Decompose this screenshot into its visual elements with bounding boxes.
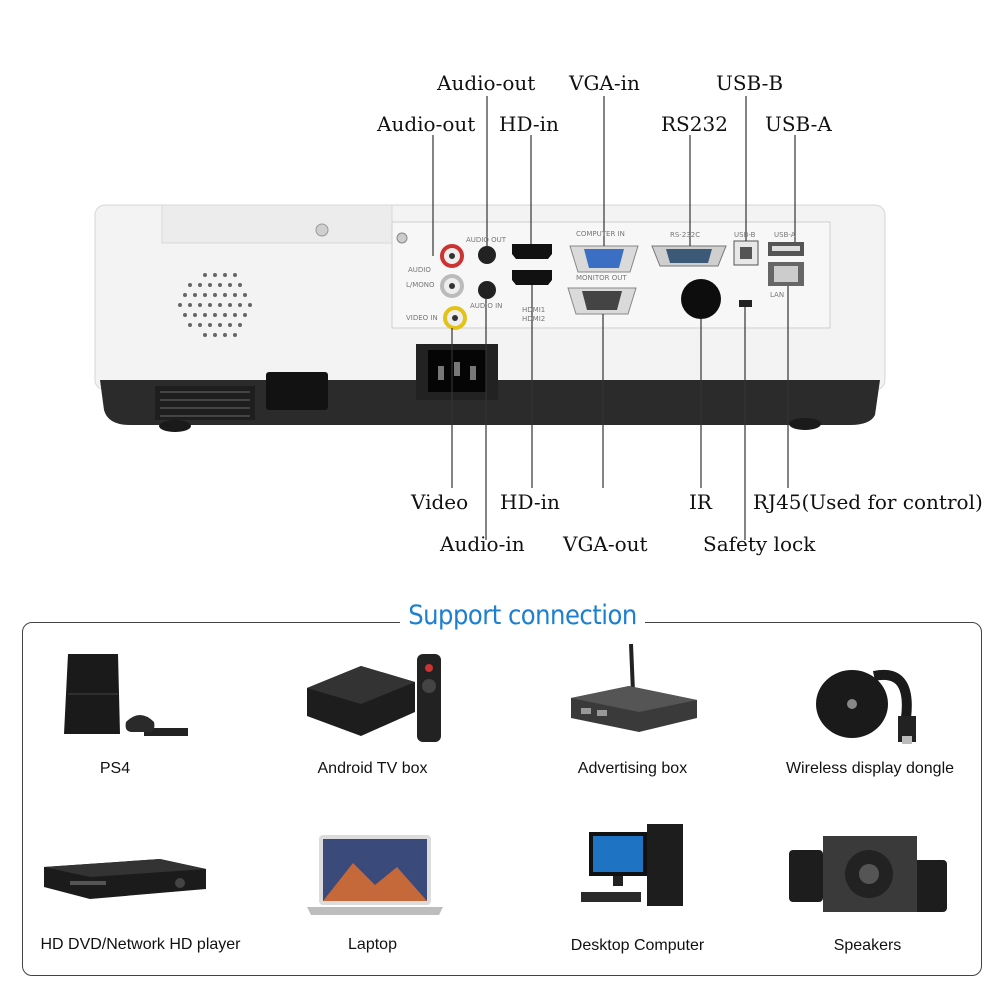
projector-top-panel (161, 204, 393, 244)
device-label-speakers: Speakers (833, 937, 902, 954)
panel-audio-in: AUDIO IN (470, 302, 503, 310)
label-hd-in-top: HD-in (499, 112, 559, 136)
label-audio-out-left: Audio-out (377, 112, 476, 136)
speaker-grille (178, 273, 252, 337)
media-box-icon (571, 643, 697, 732)
panel-rs232c: RS-232C (670, 231, 701, 239)
label-safety-lock: Safety lock (703, 532, 816, 556)
label-video: Video (411, 490, 469, 514)
audio-in-mini-jack (478, 281, 496, 299)
panel-lan: LAN (770, 291, 785, 299)
label-audio-out-right: Audio-out (437, 71, 536, 95)
audio-out-mini-jack (478, 246, 496, 264)
panel-video-in: VIDEO IN (406, 314, 438, 322)
panel-audio: AUDIO (408, 266, 431, 274)
dvd-player-icon (44, 859, 206, 899)
device-label-wireless-dongle: Wireless display dongle (785, 760, 955, 777)
panel-usb-a: USB-A (774, 231, 796, 239)
speakers-icon (789, 836, 947, 912)
support-connection-title: Support connection (400, 600, 645, 631)
safety-lock-slot (739, 300, 752, 307)
hdmi1-port (512, 244, 552, 259)
label-usb-b: USB-B (716, 71, 784, 95)
device-label-ps4: PS4 (99, 760, 131, 777)
ir-sensor (681, 279, 721, 319)
laptop-icon (307, 835, 443, 915)
dongle-icon (816, 669, 916, 744)
label-vga-in: VGA-in (569, 71, 640, 95)
panel-hdmi2: HDMI2 (522, 315, 546, 323)
device-label-desktop-computer: Desktop Computer (570, 937, 705, 954)
device-label-android-tv-box: Android TV box (317, 760, 428, 777)
panel-computer-in: COMPUTER IN (576, 230, 625, 238)
label-rs232: RS232 (661, 112, 728, 136)
panel-l-mono: L/MONO (406, 281, 435, 289)
device-label-advertising-box: Advertising box (577, 760, 688, 777)
device-label-laptop: Laptop (348, 936, 397, 953)
label-ir: IR (689, 490, 712, 514)
panel-monitor-out: MONITOR OUT (576, 274, 627, 282)
label-usb-a: USB-A (765, 112, 832, 136)
projector-rear-diagram (94, 96, 886, 540)
label-vga-out: VGA-out (563, 532, 648, 556)
game-console-icon (64, 654, 188, 736)
label-hd-in-bottom: HD-in (500, 490, 560, 514)
device-label-dvd-player: HD DVD/Network HD player (40, 936, 241, 953)
label-rj45: RJ45(Used for control) (753, 490, 983, 514)
tv-box-icon (307, 654, 441, 742)
panel-usb-b: USB-B (734, 231, 756, 239)
panel-audio-out: AUDIO OUT (466, 236, 507, 244)
label-audio-in: Audio-in (440, 532, 525, 556)
panel-hdmi1: HDMI1 (522, 306, 546, 314)
hdmi2-port (512, 270, 552, 285)
desktop-computer-icon (581, 824, 683, 906)
